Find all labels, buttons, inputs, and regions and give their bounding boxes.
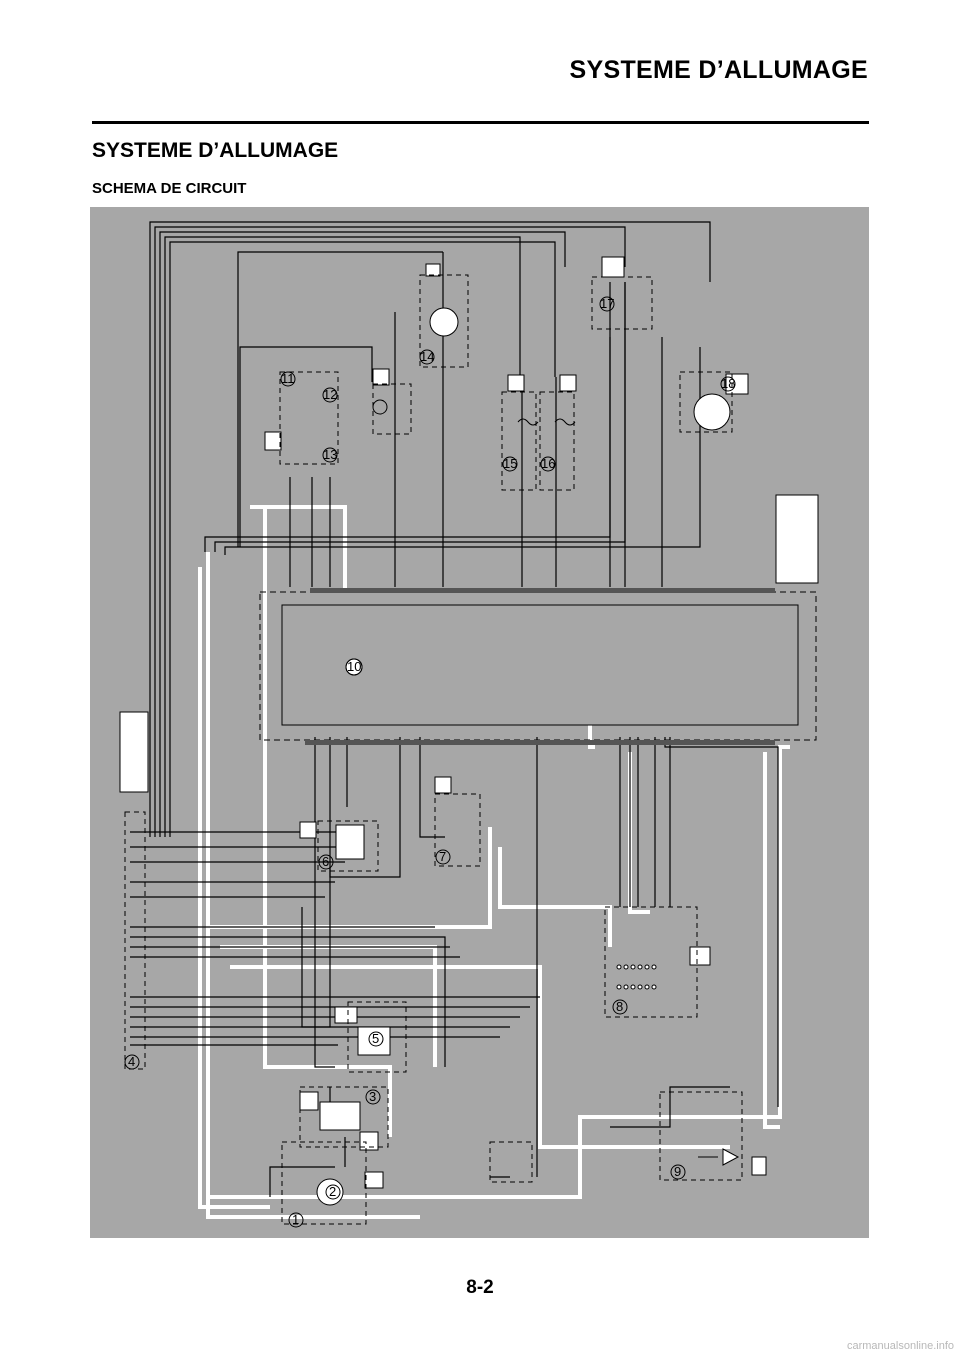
callout-18-label: 18 (721, 376, 735, 391)
callout-6-label: 6 (322, 854, 329, 869)
circuit-diagram: 1 2 3 4 5 6 7 8 9 10 11 12 13 14 15 16 1… (90, 207, 869, 1238)
callout-15: 15 (502, 456, 518, 472)
callout-3: 3 (365, 1089, 381, 1105)
callout-17: 17 (599, 296, 615, 312)
callout-10-label: 10 (347, 659, 361, 674)
watermark: carmanualsonline.info (846, 1340, 954, 1352)
callout-9: 9 (670, 1164, 686, 1180)
header-title: SYSTEME D’ALLUMAGE (569, 56, 868, 84)
callout-17-label: 17 (600, 296, 614, 311)
callout-9-label: 9 (674, 1164, 681, 1179)
callout-16: 16 (540, 456, 556, 472)
callout-2-label: 2 (329, 1184, 336, 1199)
callout-11-label: 11 (281, 371, 295, 386)
callout-2: 2 (325, 1184, 341, 1200)
callout-5: 5 (368, 1031, 384, 1047)
callout-12: 12 (322, 387, 338, 403)
callout-16-label: 16 (541, 456, 555, 471)
callout-7-label: 7 (439, 849, 446, 864)
component-boxes (124, 274, 743, 1225)
callout-12-label: 12 (323, 387, 337, 402)
callout-13: 13 (322, 447, 338, 463)
callout-5-label: 5 (372, 1031, 379, 1046)
callout-18: 18 (720, 376, 736, 392)
callout-13b (372, 399, 388, 415)
section-subtitle: SCHEMA DE CIRCUIT (92, 180, 247, 197)
harness-wires (130, 221, 779, 1197)
callout-15-label: 15 (503, 456, 517, 471)
callout-11: 11 (280, 371, 296, 387)
callout-6: 6 (318, 854, 334, 870)
page-number: 8-2 (466, 1277, 494, 1298)
callout-1-label: 1 (292, 1212, 299, 1227)
callout-4-label: 4 (128, 1054, 135, 1069)
callout-3-label: 3 (369, 1089, 376, 1104)
callout-markers: 1 2 3 4 5 6 7 8 9 10 11 12 13 14 15 16 1… (124, 296, 736, 1228)
section-title: SYSTEME D’ALLUMAGE (92, 139, 339, 162)
callout-8: 8 (612, 999, 628, 1015)
callout-4: 4 (124, 1054, 140, 1070)
callout-8-label: 8 (616, 999, 623, 1014)
callout-10: 10 (345, 658, 363, 676)
component-symbols (316, 307, 740, 1206)
callout-14-label: 14 (420, 349, 434, 364)
callout-13-label: 13 (323, 447, 337, 462)
callout-1: 1 (288, 1212, 304, 1228)
header-rule (92, 121, 869, 124)
ecu-unit (259, 588, 817, 745)
callout-14: 14 (419, 349, 435, 365)
circuit-diagram-svg: 1 2 3 4 5 6 7 8 9 10 11 12 13 14 15 16 1… (119, 221, 819, 1228)
callout-7: 7 (435, 849, 451, 865)
